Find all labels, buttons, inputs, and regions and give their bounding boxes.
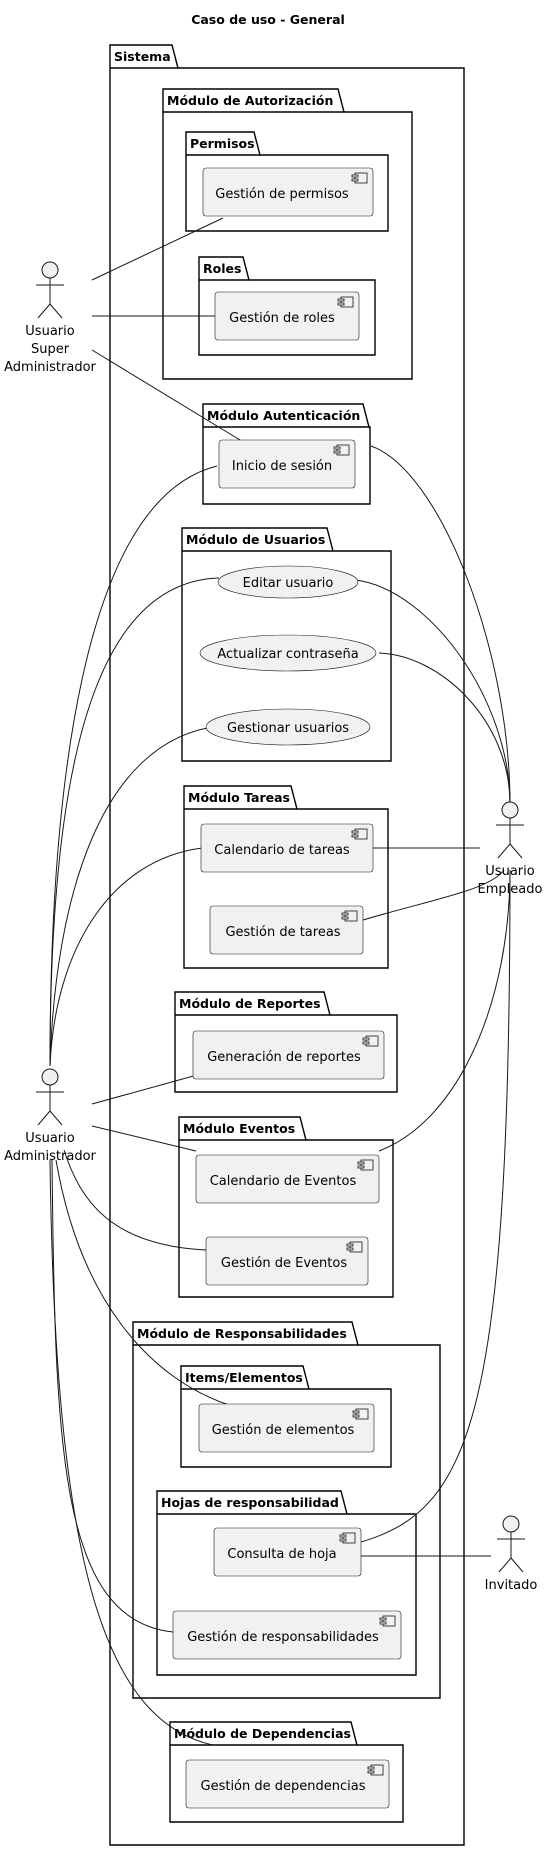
relation-line — [378, 652, 511, 805]
component-label: Gestión de roles — [229, 311, 335, 326]
component-icon — [339, 1532, 356, 1544]
component-label: Calendario de Eventos — [210, 1174, 357, 1189]
package-title: Módulo de Reportes — [179, 996, 321, 1011]
component-label: Calendario de tareas — [214, 843, 350, 858]
package-title: Módulo Eventos — [183, 1121, 295, 1136]
actor-usuario-empleado[interactable]: Usuario Empleado — [478, 801, 543, 897]
actor-label-line: Empleado — [478, 882, 543, 897]
component-label: Gestión de Eventos — [221, 1256, 347, 1271]
actor-icon — [497, 1515, 525, 1573]
relation-line — [91, 217, 224, 281]
component-icon — [357, 1159, 374, 1171]
component-gestion-eventos[interactable]: Gestión de Eventos — [205, 1236, 369, 1286]
component-icon — [362, 1035, 379, 1047]
relation-line — [49, 725, 220, 1067]
package-title: Módulo de Autorización — [167, 93, 333, 108]
package-title: Módulo Autenticación — [207, 408, 360, 423]
component-icon — [379, 1615, 396, 1627]
relation-line — [63, 1149, 207, 1251]
component-icon — [333, 444, 350, 456]
relations — [49, 217, 511, 1746]
component-label: Gestión de responsabilidades — [187, 1630, 379, 1645]
component-icon — [346, 1241, 363, 1253]
component-icon — [351, 172, 368, 184]
relation-line — [370, 445, 511, 805]
component-icon — [367, 1764, 384, 1776]
component-consulta-hoja[interactable]: Consulta de hoja — [213, 1527, 362, 1577]
relation-line — [49, 847, 203, 1067]
usecase-editar-usuario[interactable]: Editar usuario — [217, 565, 359, 599]
package-title: Módulo de Usuarios — [186, 532, 325, 547]
actor-label-line: Administrador — [4, 1149, 96, 1164]
component-generacion-reportes[interactable]: Generación de reportes — [192, 1030, 385, 1080]
component-label: Gestión de dependencias — [201, 1779, 366, 1794]
component-gestion-permisos[interactable]: Gestión de permisos — [202, 167, 374, 217]
package-title: Módulo de Responsabilidades — [137, 1326, 347, 1341]
component-icon — [337, 296, 354, 308]
component-icon — [341, 910, 358, 922]
actor-label-line: Usuario — [25, 1131, 74, 1146]
component-label: Generación de reportes — [207, 1050, 361, 1065]
usecase-gestionar-usuarios[interactable]: Gestionar usuarios — [205, 708, 371, 746]
relation-line — [49, 1159, 214, 1746]
relation-line — [355, 579, 511, 805]
actor-icon — [36, 1068, 64, 1126]
component-inicio-sesion[interactable]: Inicio de sesión — [218, 439, 356, 489]
component-label: Consulta de hoja — [227, 1547, 336, 1562]
component-gestion-responsabilidades[interactable]: Gestión de responsabilidades — [172, 1610, 402, 1660]
package-title: Módulo Tareas — [188, 790, 290, 805]
actor-invitado[interactable]: Invitado — [485, 1515, 538, 1593]
package-title: Módulo de Dependencias — [174, 1726, 351, 1741]
usecase-label: Editar usuario — [243, 576, 334, 591]
relation-line — [55, 1159, 233, 1407]
actor-label-line: Usuario — [25, 324, 74, 339]
component-label: Gestión de elementos — [212, 1423, 355, 1438]
relation-line — [91, 1125, 197, 1152]
usecase-actualizar-contrasena[interactable]: Actualizar contraseña — [199, 634, 377, 672]
actor-icon — [496, 801, 524, 859]
actor-usuario-super-administrador[interactable]: Usuario Super Administrador — [4, 261, 97, 375]
component-gestion-elementos[interactable]: Gestión de elementos — [198, 1403, 375, 1453]
package-title: Permisos — [190, 136, 255, 151]
actor-icon — [36, 261, 64, 319]
actor-label-line: Administrador — [4, 360, 96, 375]
relation-line — [360, 869, 511, 1543]
component-calendario-tareas[interactable]: Calendario de tareas — [200, 823, 374, 873]
package-title: Sistema — [114, 49, 171, 64]
usecase-label: Actualizar contraseña — [217, 647, 358, 662]
component-gestion-tareas[interactable]: Gestión de tareas — [209, 905, 364, 955]
component-label: Gestión de tareas — [225, 925, 340, 940]
package-title: Hojas de responsabilidad — [161, 1495, 339, 1510]
component-icon — [352, 1408, 369, 1420]
diagram-title: Caso de uso - General — [191, 12, 345, 27]
relation-line — [362, 869, 505, 921]
actor-label-line: Invitado — [485, 1578, 538, 1593]
actor-usuario-administrador[interactable]: Usuario Administrador — [4, 1068, 97, 1164]
package-title: Roles — [203, 261, 241, 276]
relation-line — [51, 1159, 174, 1633]
component-gestion-roles[interactable]: Gestión de roles — [214, 291, 360, 341]
usecase-label: Gestionar usuarios — [227, 721, 349, 736]
component-gestion-dependencias[interactable]: Gestión de dependencias — [185, 1759, 390, 1809]
component-calendario-eventos[interactable]: Calendario de Eventos — [195, 1154, 380, 1204]
actor-label-line: Super — [31, 342, 70, 357]
relation-line — [91, 349, 241, 441]
package-title: Items/Elementos — [185, 1370, 303, 1385]
component-icon — [351, 828, 368, 840]
actor-label-line: Usuario — [485, 864, 534, 879]
component-label: Inicio de sesión — [232, 459, 332, 474]
relation-line — [49, 577, 220, 1067]
component-label: Gestión de permisos — [215, 187, 349, 202]
relation-line — [378, 869, 511, 1152]
relation-line — [91, 1074, 198, 1105]
